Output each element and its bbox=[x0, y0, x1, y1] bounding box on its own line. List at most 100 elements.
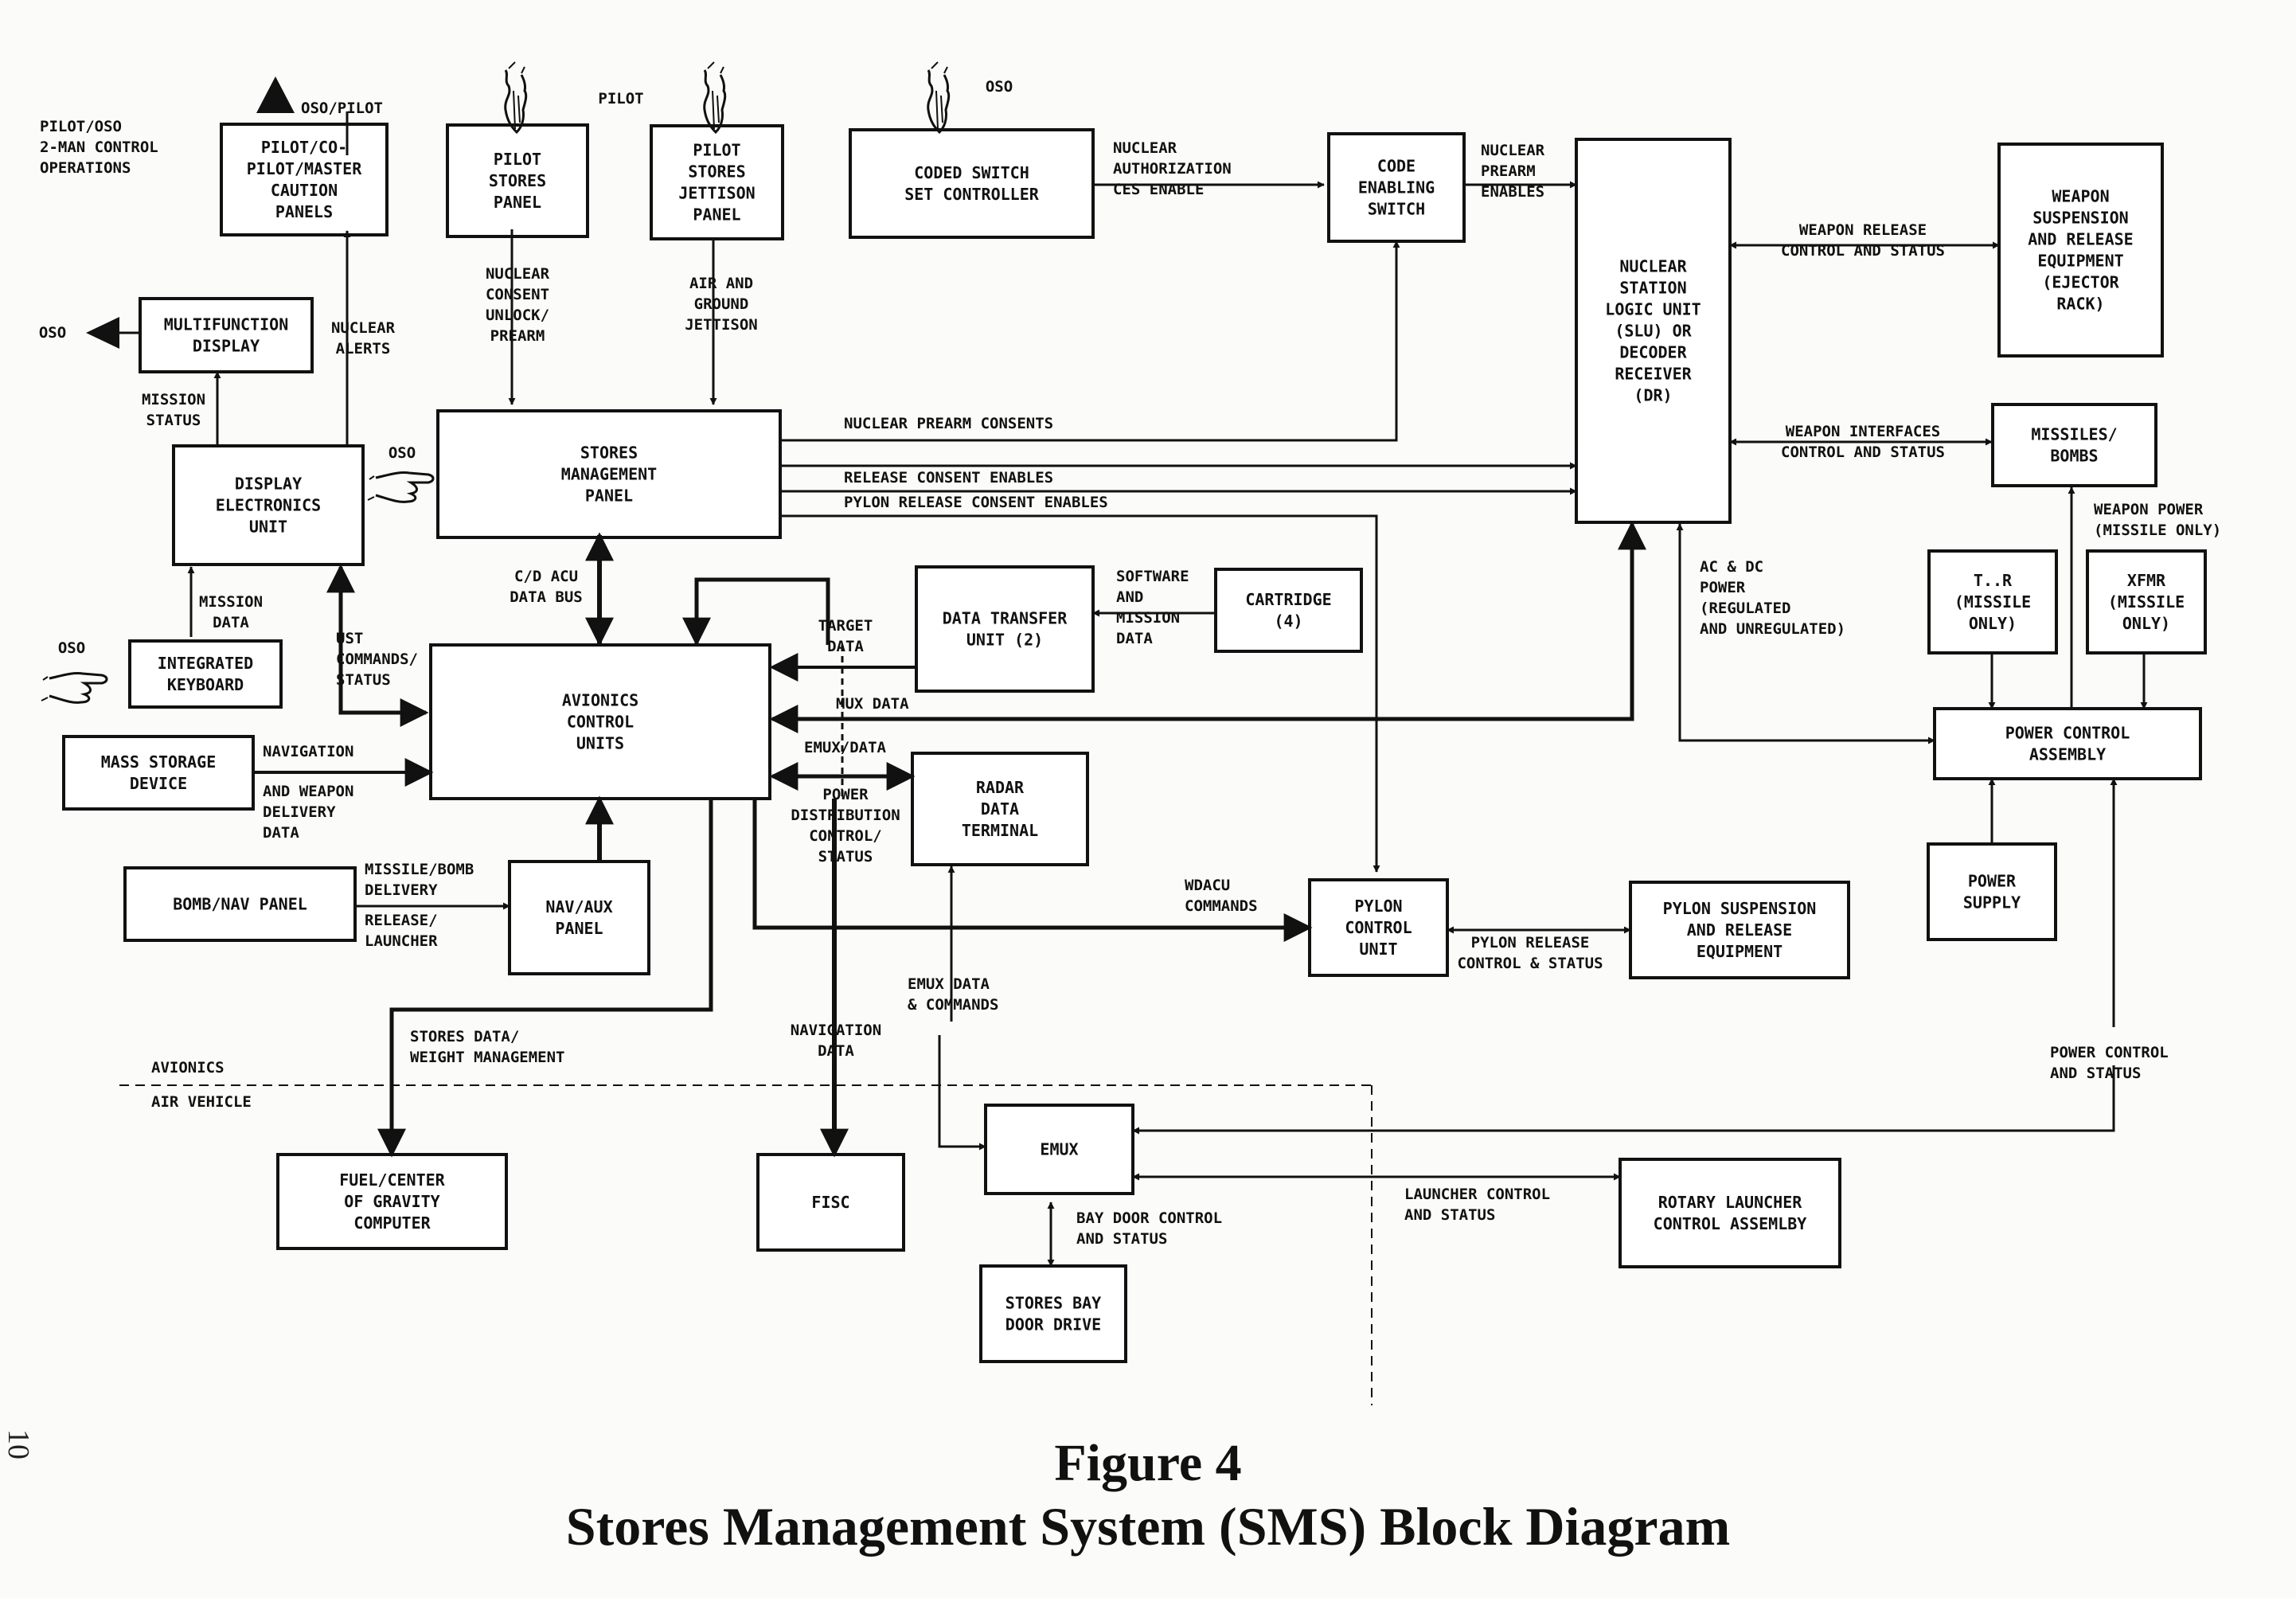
label-line: OSO bbox=[389, 444, 416, 462]
block-fisc: FISC bbox=[756, 1153, 905, 1252]
label-line: CONTROL AND STATUS bbox=[1781, 443, 1945, 461]
label-line: NAVIGATION bbox=[263, 743, 353, 760]
block-label-line: NAV/AUX bbox=[545, 897, 612, 916]
block-label-line: CAUTION bbox=[271, 181, 338, 200]
label-line: MUX DATA bbox=[836, 695, 909, 713]
label-line: DATA bbox=[263, 824, 299, 842]
label-oso-pilot: OSO/PILOT bbox=[301, 100, 383, 117]
block-label-line: STORES bbox=[580, 443, 638, 463]
block-label-line: CONTROL ASSEMLBY bbox=[1654, 1214, 1807, 1233]
block-label-line: RECEIVER bbox=[1615, 365, 1692, 384]
label-oso-keyboard: OSO bbox=[58, 639, 85, 657]
block-label-line: CONTROL bbox=[567, 713, 634, 732]
label-line: NUCLEAR PREARM CONSENTS bbox=[844, 415, 1053, 432]
block-label-line: PANELS bbox=[275, 202, 333, 221]
block-label-line: EMUX bbox=[1040, 1140, 1078, 1159]
block-frame bbox=[911, 752, 1089, 866]
label-navigation: NAVIGATION bbox=[263, 743, 353, 760]
block-label-line: PANEL bbox=[693, 205, 740, 225]
block-frame bbox=[1997, 143, 2164, 358]
label-line: WEAPON INTERFACES bbox=[1786, 423, 1940, 440]
block-frame bbox=[650, 124, 784, 240]
block-label-line: PYLON SUSPENSION bbox=[1663, 899, 1817, 918]
block-label-line: UNITS bbox=[576, 734, 624, 753]
block-label-line: DECODER bbox=[1619, 343, 1687, 362]
block-frame bbox=[979, 1264, 1127, 1363]
block-label-line: SUSPENSION bbox=[2032, 209, 2128, 228]
block-label-line: AND RELEASE bbox=[2028, 230, 2133, 249]
label-line: AVIONICS bbox=[151, 1059, 225, 1076]
label-line: AND STATUS bbox=[2050, 1065, 2141, 1082]
conn-wdacu bbox=[752, 799, 1313, 942]
block-label-line: (EJECTOR bbox=[2042, 273, 2119, 292]
block-label-line: POWER bbox=[1968, 872, 2017, 891]
label-line: AIR AND bbox=[689, 275, 753, 292]
label-pylon-release-consent: PYLON RELEASE CONSENT ENABLES bbox=[844, 494, 1108, 511]
block-label-line: DISPLAY bbox=[193, 337, 260, 356]
label-line: ENABLES bbox=[1481, 183, 1544, 201]
label-line: OSO bbox=[39, 324, 66, 342]
block-label-line: EQUIPMENT bbox=[2037, 252, 2123, 271]
label-line: CONTROL & STATUS bbox=[1457, 955, 1603, 972]
block-label-line: ELECTRONICS bbox=[216, 496, 321, 515]
block-label-line: UNIT bbox=[1359, 940, 1397, 959]
label-mux-data: MUX DATA bbox=[836, 695, 909, 713]
block-label-line: TERMINAL bbox=[962, 821, 1038, 840]
figure-number: Figure 4 bbox=[1054, 1434, 1242, 1492]
label-oso-mfd: OSO bbox=[39, 324, 66, 342]
hand-pointer-icon bbox=[703, 61, 727, 134]
block-label-line: MASS STORAGE bbox=[101, 752, 217, 772]
block-frame bbox=[849, 128, 1095, 239]
block-label-line: SET CONTROLLER bbox=[904, 185, 1040, 204]
conn-pylon-release-down bbox=[780, 514, 1380, 873]
block-label-line: COMPUTER bbox=[353, 1213, 431, 1233]
label-line: OPERATIONS bbox=[40, 159, 131, 177]
label-line: AND UNREGULATED) bbox=[1700, 620, 1845, 638]
block-label-line: PANEL bbox=[494, 193, 541, 212]
block-label-line: NUCLEAR bbox=[1619, 257, 1687, 276]
block-label-line: KEYBOARD bbox=[167, 675, 244, 694]
label-line: JETTISON bbox=[685, 316, 758, 334]
block-label-line: MULTIFUNCTION bbox=[164, 315, 289, 334]
block-frame bbox=[1933, 707, 2202, 780]
label-prearm-consents: NUCLEAR PREARM CONSENTS bbox=[844, 415, 1053, 432]
block-label-line: STORES bbox=[688, 162, 745, 182]
label-line: DATA bbox=[213, 614, 249, 631]
conn-ust-commands bbox=[326, 564, 429, 727]
label-line: MISSION bbox=[1116, 609, 1180, 627]
label-line: POWER CONTROL bbox=[2050, 1044, 2169, 1061]
label-line: DATA BUS bbox=[510, 588, 583, 606]
block-frame bbox=[276, 1153, 508, 1250]
block-label-line: PYLON bbox=[1354, 897, 1402, 916]
block-label-line: (MISSILE bbox=[1954, 592, 2031, 611]
label-line: NUCLEAR bbox=[1113, 139, 1177, 157]
label-line: STORES DATA/ bbox=[410, 1028, 519, 1045]
block-label-line: UNIT (2) bbox=[966, 631, 1043, 650]
block-frame bbox=[62, 735, 255, 811]
conn-acu-loop bbox=[682, 577, 830, 647]
block-frame bbox=[123, 866, 357, 942]
label-avionics-label: AVIONICS bbox=[151, 1059, 225, 1076]
label-line: ALERTS bbox=[336, 340, 391, 358]
label-line: PILOT/OSO bbox=[40, 118, 122, 135]
label-line: POWER bbox=[822, 786, 869, 803]
label-line: WDACU bbox=[1185, 877, 1230, 894]
label-line: CES ENABLE bbox=[1113, 181, 1204, 198]
conn-ac-dc-power bbox=[1676, 523, 1935, 744]
